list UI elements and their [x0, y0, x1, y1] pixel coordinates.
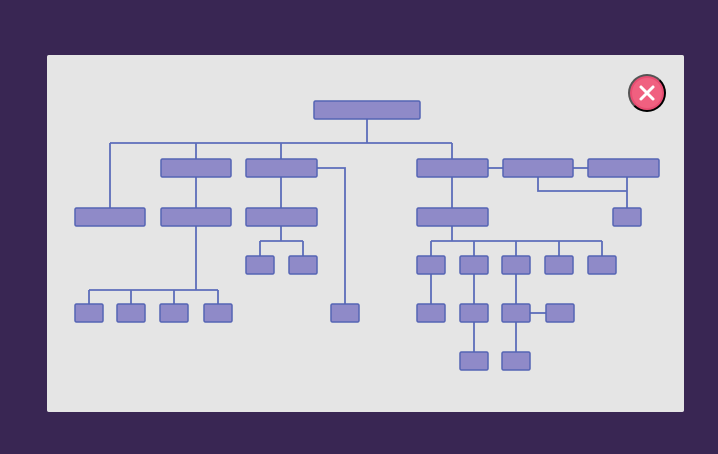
node: [330, 303, 360, 323]
node: [459, 351, 489, 371]
node: [245, 158, 318, 178]
node-root: [313, 100, 421, 120]
node: [160, 158, 232, 178]
node: [74, 207, 146, 227]
node: [501, 351, 531, 371]
node: [502, 158, 574, 178]
node: [416, 207, 489, 227]
node: [501, 255, 531, 275]
node: [587, 158, 660, 178]
node: [160, 207, 232, 227]
node: [612, 207, 642, 227]
node: [288, 255, 318, 275]
node: [416, 303, 446, 323]
edge: [537, 177, 627, 192]
node: [245, 255, 275, 275]
node: [116, 303, 146, 323]
node: [544, 255, 574, 275]
node: [159, 303, 189, 323]
node: [416, 158, 489, 178]
close-button[interactable]: [628, 74, 666, 112]
node: [416, 255, 446, 275]
node: [545, 303, 575, 323]
node: [459, 255, 489, 275]
node: [203, 303, 233, 323]
diagram-edges: [88, 119, 628, 352]
close-icon: [639, 85, 655, 101]
node: [587, 255, 617, 275]
node: [501, 303, 531, 323]
edge: [317, 167, 346, 304]
node: [245, 207, 318, 227]
node: [74, 303, 104, 323]
diagram-nodes: [74, 100, 660, 371]
node: [459, 303, 489, 323]
